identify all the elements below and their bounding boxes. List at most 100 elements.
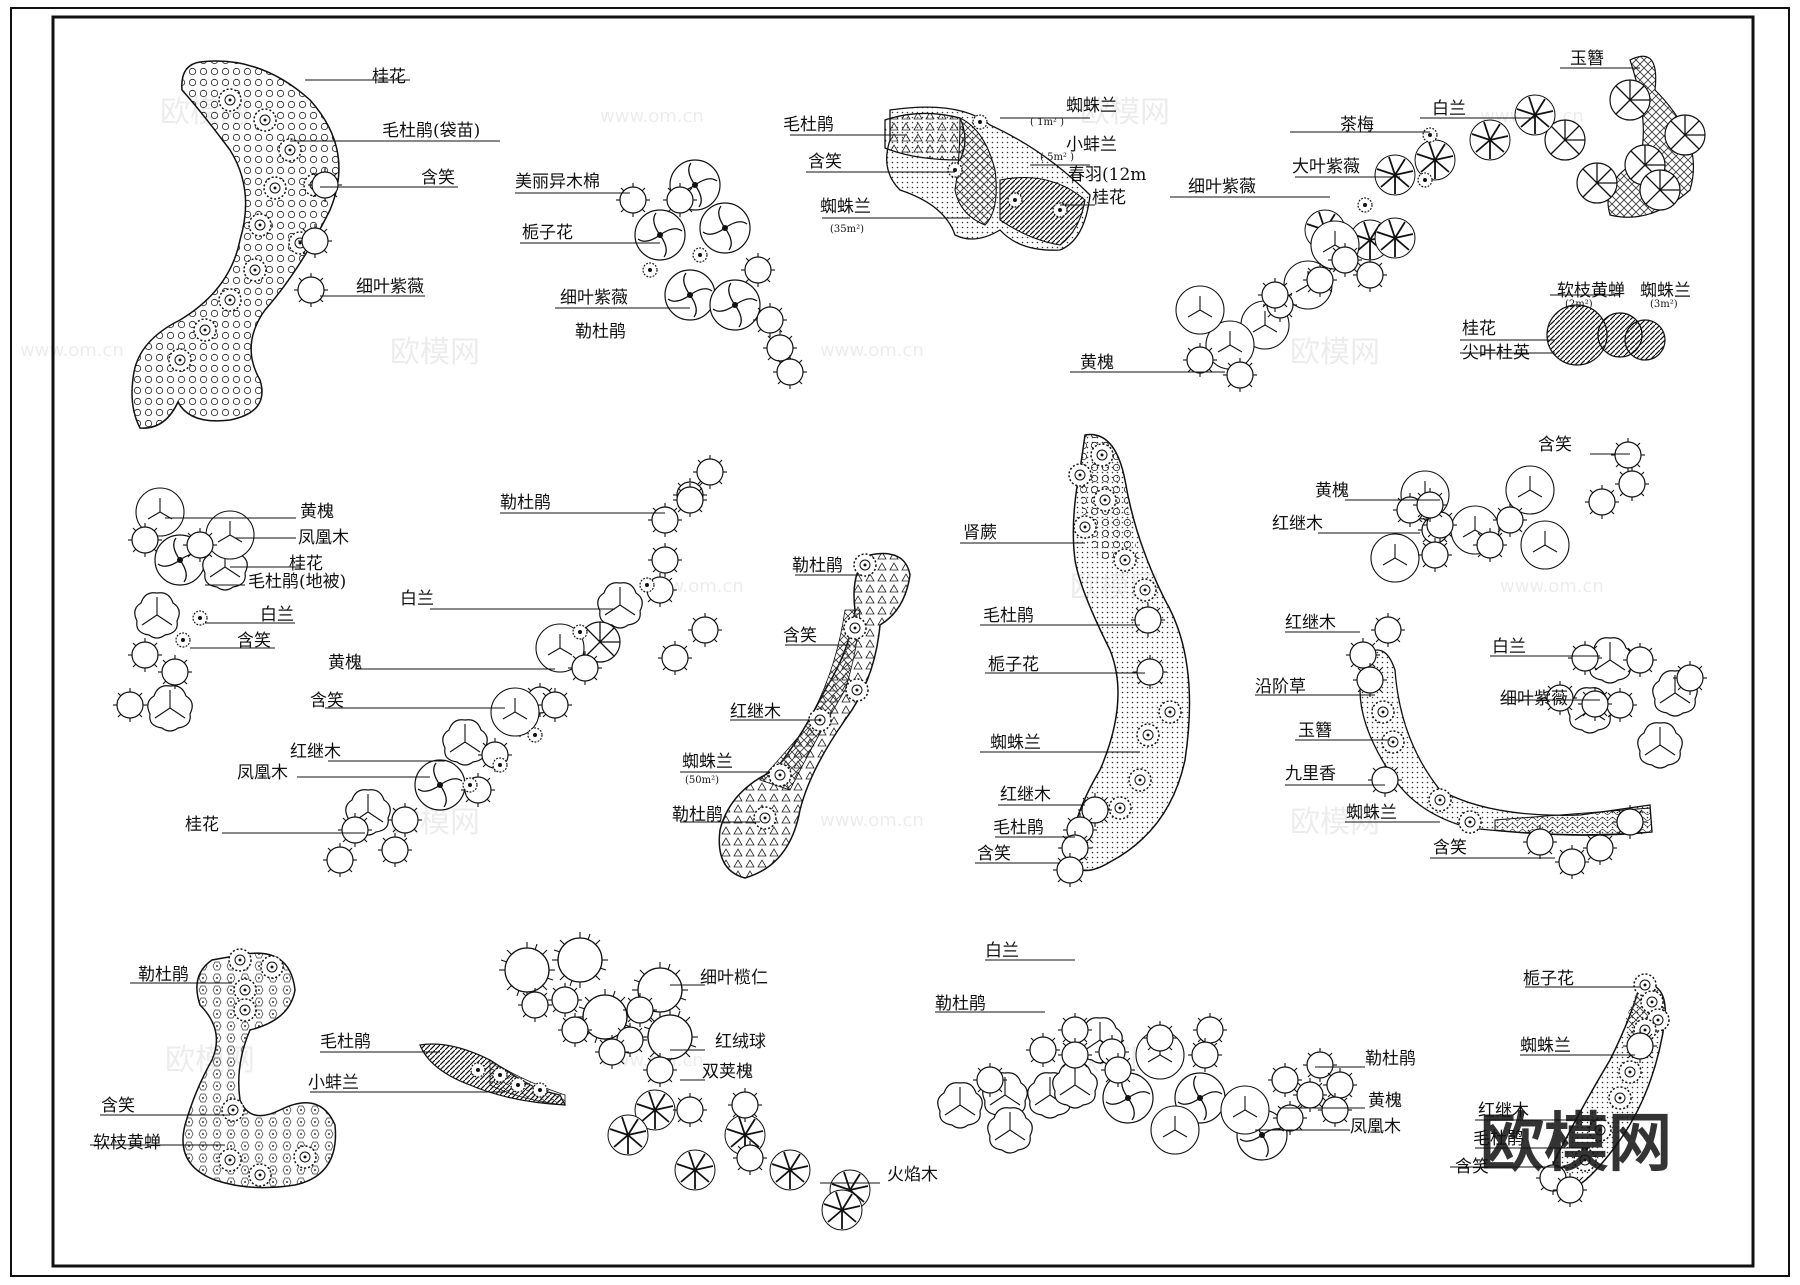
label-michelia-g12: 含笑: [101, 1096, 135, 1116]
label-camellia: 茶梅: [1340, 115, 1374, 135]
label-elaeocarpus: 尖叶杜英: [1462, 343, 1530, 363]
label-loropetalum-g16: 红继木: [1478, 1101, 1529, 1121]
label-michelia-g10: 含笑: [1433, 838, 1467, 858]
group-1-crescent-bed: [131, 60, 500, 429]
group-13-strip: [310, 1043, 566, 1106]
label-michelia-g9: 含笑: [1538, 435, 1572, 455]
label-cassia-g15: 黄槐: [1368, 1091, 1402, 1111]
label-loropetalum-g9: 红继木: [1272, 514, 1323, 534]
svg-text:欧模网: 欧模网: [1290, 335, 1380, 370]
label-bougainvillea-g7b: 勒杜鹃: [672, 805, 723, 825]
area-50: (50m²): [685, 775, 719, 786]
label-osmanthus-g3: 桂花: [1092, 188, 1126, 208]
label-spider-lily-g4: 蜘蛛兰: [1640, 281, 1691, 301]
group-7-bed: [680, 552, 911, 879]
label-michelia-g7: 含笑: [783, 626, 817, 646]
label-flame-tree-g15: 凤凰木: [1350, 1117, 1401, 1137]
svg-text:www.om.cn: www.om.cn: [20, 340, 124, 361]
group-5-left-column: [112, 487, 300, 732]
label-flame-tree-g5: 凤凰木: [298, 528, 349, 548]
svg-text:www.om.cn: www.om.cn: [600, 106, 704, 127]
label-silk-floss-tree: 美丽异木棉: [515, 172, 600, 192]
area-2: (2m²): [1565, 299, 1593, 310]
label-michelia-alba-g6: 白兰: [400, 589, 434, 609]
label-azalea-g8: 毛杜鹃: [983, 606, 1034, 626]
label-michelia-g3: 含笑: [808, 152, 842, 172]
label-azalea-g13: 毛杜鹃: [320, 1032, 371, 1052]
label-michelia-g8: 含笑: [977, 844, 1011, 864]
label-loropetalum-g6: 红继木: [290, 742, 341, 762]
label-michelia-g6: 含笑: [310, 691, 344, 711]
label-sword-fern: 肾蕨: [963, 523, 997, 543]
label-queens-crape: 大叶紫薇: [1292, 157, 1360, 177]
label-spider-lily-g16: 蜘蛛兰: [1520, 1036, 1571, 1056]
label-azalea-ground: 毛杜鹃(地被): [248, 572, 346, 592]
label-spider-lily-g7: 蜘蛛兰: [682, 752, 733, 772]
label-allamanda-g12: 软枝黄蝉: [93, 1133, 161, 1153]
label-cassia-g9: 黄槐: [1315, 481, 1349, 501]
label-bougainvillea-g15a: 勒杜鹃: [935, 994, 986, 1014]
svg-text:www.om.cn: www.om.cn: [820, 340, 924, 361]
label-bougainvillea-g15b: 勒杜鹃: [1365, 1049, 1416, 1069]
outer-frame: [10, 7, 1790, 1277]
label-michelia-alba: 白兰: [1432, 99, 1466, 119]
area-1: ( 1m² ): [1030, 117, 1064, 128]
label-crape-myrtle: 细叶紫薇: [356, 277, 424, 297]
label-crape-myrtle-2: 细叶紫薇: [560, 288, 628, 308]
label-michelia-alba-g11: 白兰: [1492, 637, 1526, 657]
label-michelia-alba-g15: 白兰: [985, 941, 1019, 961]
label-oyster-plant-g13: 小蚌兰: [308, 1073, 359, 1093]
label-cassia-g5: 黄槐: [300, 502, 334, 522]
svg-text:www.om.cn: www.om.cn: [1500, 576, 1604, 597]
label-bougainvillea-g6: 勒杜鹃: [500, 493, 551, 513]
group-16-bed: [1450, 973, 1670, 1208]
label-azalea-bag: 毛杜鹃(袋苗): [382, 121, 480, 141]
label-spider-lily-g8: 蜘蛛兰: [990, 733, 1041, 753]
label-osmanthus-g6: 桂花: [185, 815, 219, 835]
label-osmanthus-g5: 桂花: [289, 554, 323, 574]
label-azalea-g8b: 毛杜鹃: [993, 818, 1044, 838]
label-cassia-g6: 黄槐: [328, 653, 362, 673]
label-spider-lily-g10: 蜘蛛兰: [1346, 803, 1397, 823]
group-14-cluster: [498, 931, 880, 1231]
label-terminalia: 细叶榄仁: [700, 968, 768, 988]
label-african-tulip: 火焰木: [887, 1165, 938, 1185]
group-15-cluster: [935, 959, 1365, 1161]
svg-text:欧模网: 欧模网: [1080, 95, 1170, 130]
brand-watermark: 欧模网: [1480, 1107, 1672, 1181]
area-3: (3m²): [1650, 299, 1678, 310]
label-gardenia-g8: 栀子花: [988, 655, 1039, 675]
label-mondo-grass: 沿阶草: [1255, 677, 1306, 697]
group-8-long-bed: [960, 433, 1191, 888]
label-allamanda: 软枝黄蝉: [1557, 281, 1625, 301]
group-11-cluster: [1490, 637, 1708, 769]
label-calliandra: 红绒球: [715, 1032, 766, 1052]
label-bougainvillea-g12: 勒杜鹃: [138, 965, 189, 985]
area-5: ( 5m² ): [1040, 152, 1074, 163]
label-osmanthus-g4: 桂花: [1462, 319, 1496, 339]
group-9-cluster: [1318, 437, 1650, 583]
label-gardenia-g16: 栀子花: [1523, 969, 1574, 989]
label-crape-myrtle-g11: 细叶紫薇: [1500, 689, 1568, 709]
label-crape-myrtle-g4: 细叶紫薇: [1188, 177, 1256, 197]
label-hosta: 玉簪: [1570, 49, 1604, 69]
svg-text:欧模网: 欧模网: [390, 335, 480, 370]
group-2-tree-cluster: [515, 159, 808, 390]
label-cassia: 黄槐: [1080, 353, 1114, 373]
label-oyster-plant: 小蚌兰: [1066, 135, 1117, 155]
label-flame-tree-g6: 凤凰木: [237, 763, 288, 783]
label-michelia-g5: 含笑: [237, 631, 271, 651]
group-3-bed: [790, 106, 1095, 251]
label-azalea-g3: 毛杜鹃: [783, 115, 834, 135]
label-hosta-g10: 玉簪: [1298, 721, 1332, 741]
label-michelia-alba-g5: 白兰: [260, 605, 294, 625]
label-spider-lily-1: 蜘蛛兰: [1066, 96, 1117, 116]
label-osmanthus: 桂花: [372, 67, 406, 87]
label-philodendron: 春羽(12m: [1068, 165, 1146, 185]
inner-frame: [51, 15, 1755, 1268]
group-6-diagonal: [222, 454, 728, 878]
label-gardenia: 栀子花: [522, 223, 573, 243]
label-cassia-bicapsularis: 双荚槐: [702, 1062, 753, 1082]
label-bougainvillea: 勒杜鹃: [575, 322, 626, 342]
